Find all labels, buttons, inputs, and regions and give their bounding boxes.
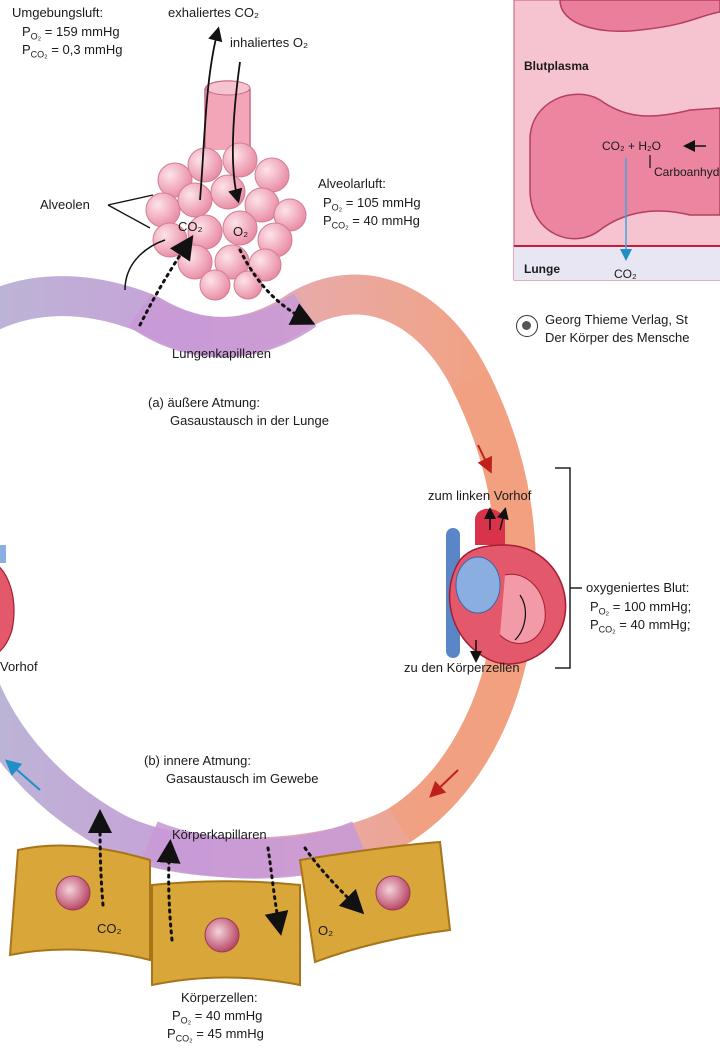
alveoli-label: Alveolen xyxy=(40,196,90,213)
internal-respiration-subtitle: Gasaustausch im Gewebe xyxy=(166,770,318,787)
publisher-seal-icon xyxy=(516,315,538,337)
alveolar-air-title: Alveolarluft: xyxy=(318,175,386,192)
cell-co2-label: CO₂ xyxy=(97,920,122,937)
oxygenated-pco2: PCO₂ = 40 mmHg; xyxy=(590,616,690,639)
lung-capillaries-label: Lungenkapillaren xyxy=(172,345,271,362)
to-left-atrium-label: zum linken Vorhof xyxy=(428,487,531,504)
inset-plasma-label: Blutplasma xyxy=(524,58,589,75)
inhaled-o2-label: inhaliertes O₂ xyxy=(230,34,308,51)
ambient-air-title: Umgebungsluft: xyxy=(12,4,103,21)
body-cells-pco2: PCO₂ = 45 mmHg xyxy=(167,1025,264,1048)
inset-enzyme-label: Carboanhyd xyxy=(654,164,719,181)
to-body-cells-label: zu den Körperzellen xyxy=(404,659,520,676)
body-cells-title: Körperzellen: xyxy=(181,989,258,1006)
exhaled-co2-label: exhaliertes CO₂ xyxy=(168,4,259,21)
left-atrium-partial-label: Vorhof xyxy=(0,658,38,675)
credit-line-2: Der Körper des Mensche xyxy=(545,329,690,346)
oxygenated-blood-title: oxygeniertes Blut: xyxy=(586,579,689,596)
external-respiration-subtitle: Gasaustausch in der Lunge xyxy=(170,412,329,429)
ambient-pco2: PCO₂ = 0,3 mmHg xyxy=(22,41,122,64)
oxygenated-bracket xyxy=(555,468,570,668)
heart-illustration-partial xyxy=(0,545,14,656)
body-capillaries-label: Körperkapillaren xyxy=(172,826,267,843)
cell-o2-label: O₂ xyxy=(318,922,333,939)
internal-respiration-title: (b) innere Atmung: xyxy=(144,752,251,769)
credit-line-1: Georg Thieme Verlag, St xyxy=(545,311,688,328)
alveoli-co2: CO₂ xyxy=(178,218,203,235)
external-respiration-title: (a) äußere Atmung: xyxy=(148,394,260,411)
alveoli-o2: O₂ xyxy=(233,223,248,240)
inset-lung-label: Lunge xyxy=(524,261,560,278)
inset-reaction-label: CO₂ + H₂O xyxy=(602,138,661,155)
lung-alveoli xyxy=(108,30,306,300)
inset-co2-label: CO₂ xyxy=(614,266,637,283)
alveolar-pco2: PCO₂ = 40 mmHg xyxy=(323,212,420,235)
